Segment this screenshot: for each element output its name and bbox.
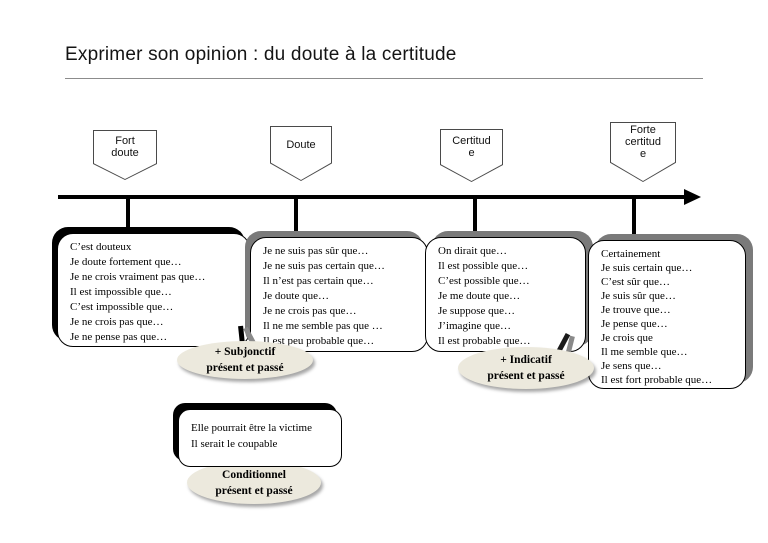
text-line: Je ne crois vraiment pas que… <box>70 271 206 283</box>
text-line: C’est possible que… <box>438 275 530 287</box>
text-line: Conditionnel <box>222 468 286 481</box>
page-title: Exprimer son opinion : du doute à la cer… <box>65 44 457 65</box>
timeline-axis <box>58 195 686 199</box>
text-line: Elle pourrait être la victime <box>191 422 312 434</box>
text-line: Certainement <box>601 248 661 260</box>
text-line: Je ne crois pas que… <box>263 305 357 317</box>
text-line: Fort <box>115 135 135 147</box>
text-line: Il n’est pas certain que… <box>263 275 374 287</box>
text-line: Je crois que <box>601 332 653 344</box>
text-line: Il est impossible que… <box>70 286 172 298</box>
callout-indicatif: + Indicatif présent et passé <box>458 347 594 389</box>
text-line: Je sens que… <box>601 360 662 372</box>
text-line: Je ne pense pas que… <box>70 331 168 343</box>
text-line: présent et passé <box>206 362 284 374</box>
text-line: présent et passé <box>215 484 293 497</box>
text-line: Certitud <box>452 135 491 148</box>
banner-doute: Doute <box>270 126 332 181</box>
text-line: certitud <box>624 136 662 149</box>
phrase-box-fort-doute: C’est douteux Je doute fortement que… Je n… <box>57 233 250 347</box>
phrase-box-doute: Je ne suis pas sûr que… Je ne suis pas ce… <box>250 237 428 352</box>
title-underline <box>65 78 703 79</box>
text-line: Il me semble que… <box>601 346 688 358</box>
text-line: Il est fort probable que… <box>601 374 713 386</box>
text-line: C’est sûr que… <box>601 276 671 288</box>
text-line: Doute <box>286 138 316 151</box>
text-line: Je pense que… <box>601 318 668 330</box>
text-line: C’est douteux <box>70 241 132 253</box>
text-line: Je suis sûr que… <box>601 290 676 302</box>
text-line: Je suis certain que… <box>601 262 693 274</box>
text-line: J’imagine que… <box>438 320 512 332</box>
timeline-arrowhead-icon <box>684 189 701 205</box>
text-line: Je ne crois pas que… <box>70 316 164 328</box>
text-line: Je suppose que… <box>438 305 515 317</box>
text-line: Je me doute que… <box>438 290 521 302</box>
text-line: e <box>639 148 647 161</box>
text-line: Je doute fortement que… <box>70 256 182 268</box>
text-line: + Subjonctif <box>214 346 276 358</box>
text-line: + Indicatif <box>500 354 552 366</box>
text-line: Il ne me semble pas que … <box>263 320 383 332</box>
text-line: Il est peu probable que… <box>263 335 375 347</box>
timeline-tick-3 <box>473 197 477 239</box>
callout-conditionnel: Conditionnel présent et passé <box>187 461 321 504</box>
callout-subjonctif: + Subjonctif présent et passé <box>177 341 313 379</box>
timeline-tick-4 <box>632 197 636 242</box>
text-line: Forte <box>630 124 656 137</box>
timeline-tick-1 <box>126 197 130 235</box>
timeline-tick-2 <box>294 197 298 239</box>
text-line: présent et passé <box>487 370 565 382</box>
text-line: Il est possible que… <box>438 260 529 272</box>
example-box-conditionnel: Elle pourrait être la victime Il serait l… <box>178 409 342 467</box>
text-line: Il serait le coupable <box>191 438 278 450</box>
text-line: doute <box>111 147 139 159</box>
text-line: On dirait que… <box>438 245 508 257</box>
text-line: C’est impossible que… <box>70 301 174 313</box>
banner-label: Doute <box>270 126 332 163</box>
text-line: Je ne suis pas sûr que… <box>263 245 369 257</box>
text-line: Il est probable que… <box>438 335 531 347</box>
text-line: Je trouve que… <box>601 304 671 316</box>
phrase-box-forte-certitude: Certainement Je suis certain que… C’est sû… <box>588 240 746 389</box>
text-line: e <box>468 147 475 160</box>
text-line: Je doute que… <box>263 290 329 302</box>
phrase-box-certitude: On dirait que… Il est possible que… C’est … <box>425 237 586 352</box>
text-line: Je ne suis pas certain que… <box>263 260 385 272</box>
